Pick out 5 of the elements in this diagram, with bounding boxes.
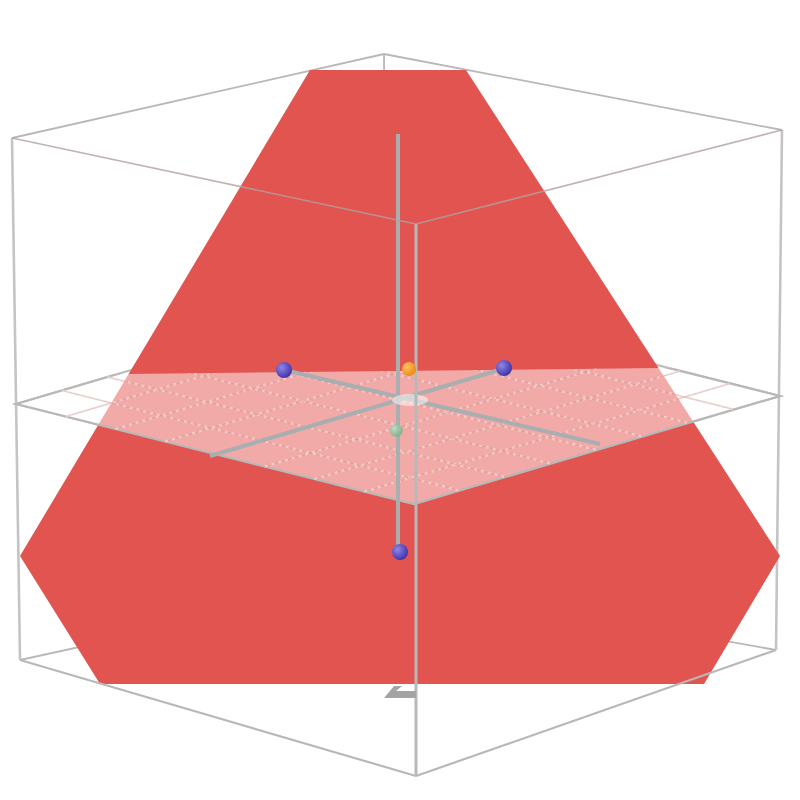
- point-marker: [392, 544, 408, 560]
- point-marker: [389, 423, 403, 437]
- point-marker: [401, 361, 415, 375]
- point-marker: [276, 362, 292, 378]
- point-marker: [496, 360, 512, 376]
